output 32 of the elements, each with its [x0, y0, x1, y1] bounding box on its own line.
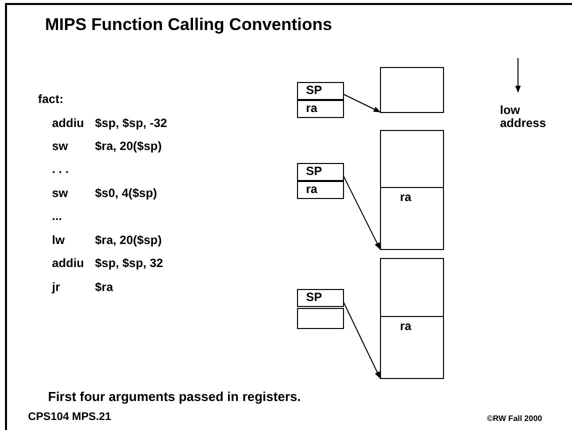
- stack-slot: ra: [380, 316, 444, 379]
- instruction: jr: [52, 279, 60, 296]
- register-box: SP: [297, 163, 344, 181]
- operands: $s0, 4($sp): [95, 185, 158, 202]
- instruction: sw: [52, 138, 68, 155]
- register-box: [297, 308, 344, 329]
- instruction: lw: [52, 232, 65, 249]
- note-text: First four arguments passed in registers.: [48, 388, 301, 406]
- operands: $sp, $sp, 32: [95, 255, 164, 272]
- register-box: SP: [297, 82, 344, 100]
- operands: $ra, 20($sp): [95, 232, 162, 249]
- register-box: ra: [297, 100, 344, 118]
- register-box: SP: [297, 289, 344, 307]
- stack-frame-box: [380, 258, 444, 317]
- instruction: addiu: [52, 115, 84, 132]
- instruction: sw: [52, 185, 68, 202]
- stack-frame-box: [380, 67, 444, 113]
- axis-label: low address: [500, 104, 548, 130]
- copyright-text: ©RW Fall 2000: [487, 413, 542, 425]
- instruction: addiu: [52, 255, 84, 272]
- code-ellipsis: . . .: [52, 161, 69, 178]
- slide-number: CPS104 MPS.21: [28, 410, 112, 425]
- code-ellipsis: ...: [52, 208, 62, 225]
- operands: $ra, 20($sp): [95, 138, 162, 155]
- register-box: ra: [297, 181, 344, 199]
- code-label: fact:: [38, 91, 64, 108]
- operands: $sp, $sp, -32: [95, 115, 168, 132]
- stack-slot: ra: [380, 187, 444, 250]
- operands: $ra: [95, 279, 114, 296]
- arrow: [342, 94, 381, 112]
- slide-title: MIPS Function Calling Conventions: [45, 14, 332, 36]
- stack-frame-box: [380, 130, 444, 188]
